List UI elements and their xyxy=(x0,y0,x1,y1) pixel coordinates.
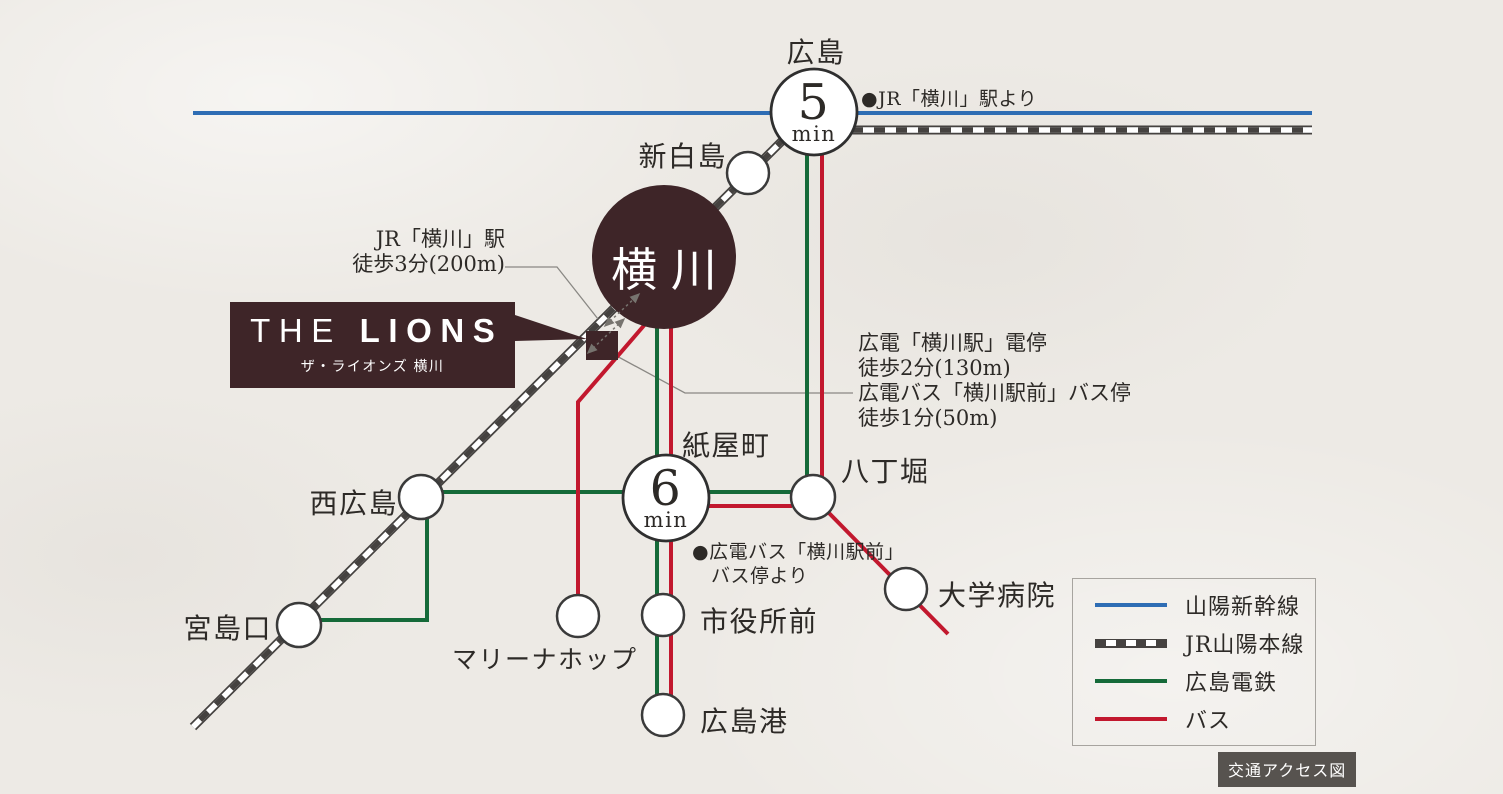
jr-walk-note-line1: JR「横川」駅 xyxy=(375,227,505,251)
station-shiyakusho-mae xyxy=(640,592,686,638)
lions-name-the: THE xyxy=(250,312,342,349)
lions-pointer-wedge xyxy=(515,315,587,341)
legend-label-shinkansen: 山陽新幹線 xyxy=(1185,595,1301,620)
label-yokogawa: 横川 xyxy=(611,243,731,297)
station-shin-hakushima xyxy=(725,150,771,196)
tram-walk-note-line2: 徒歩2分(130m) xyxy=(858,356,1011,380)
label-daigaku-byoin: 大学病院 xyxy=(938,579,1057,612)
label-miyajimaguchi: 宮島口 xyxy=(183,612,272,645)
tram-walk-note: 広電「横川駅」電停 徒歩2分(130m) 広電バス「横川駅前」バス停 徒歩1分(… xyxy=(858,331,1131,431)
time-circle-jr xyxy=(769,67,859,157)
walking-arrows xyxy=(586,292,641,355)
legend-label-hiroden: 広島電鉄 xyxy=(1185,671,1278,696)
legend-row-hiroden: 広島電鉄 xyxy=(1073,665,1315,697)
tram-walk-note-line1: 広電「横川駅」電停 xyxy=(858,331,1047,355)
label-hiroshima: 広島 xyxy=(786,36,846,69)
legend-row-jr: JR山陽本線 xyxy=(1073,627,1315,659)
station-circles xyxy=(275,150,929,738)
station-daigaku-byoin xyxy=(883,566,929,612)
jr-time-unit: min xyxy=(791,122,837,146)
station-miyajimaguchi xyxy=(275,601,323,649)
legend-sample-hiroden xyxy=(1095,679,1167,683)
tram-walk-note-line3: 広電バス「横川駅前」バス停 xyxy=(858,381,1131,405)
label-marina-hop: マリーナホップ xyxy=(452,645,638,674)
station-hiroshima-port xyxy=(640,692,686,738)
legend-label-jr: JR山陽本線 xyxy=(1185,633,1305,658)
station-nishi-hiroshima xyxy=(397,473,445,521)
legend-row-shinkansen: 山陽新幹線 xyxy=(1073,589,1315,621)
station-marina-hop xyxy=(555,593,601,639)
legend-row-bus: バス xyxy=(1073,703,1315,735)
map-title-badge: 交通アクセス図 xyxy=(1218,752,1357,787)
tram-time-value: 6 xyxy=(649,460,683,517)
jr-origin-note: ●JR「横川」駅より xyxy=(861,88,1038,110)
legend-sample-shinkansen xyxy=(1095,603,1167,607)
station-hatchobori xyxy=(789,473,837,521)
tram-origin-note-line1: ●広電バス「横川駅前」 xyxy=(692,541,905,563)
legend-box: 山陽新幹線 JR山陽本線 広島電鉄 バス xyxy=(1072,578,1316,746)
jr-walk-note: JR「横川」駅 徒歩3分(200m) xyxy=(300,227,505,277)
label-hiroshima-port: 広島港 xyxy=(700,705,789,738)
label-kamiyacho: 紙屋町 xyxy=(682,429,771,462)
label-shiyakusho-mae: 市役所前 xyxy=(700,605,819,638)
time-circle-tram xyxy=(621,453,711,543)
legend-sample-jr xyxy=(1095,638,1167,648)
legend-label-bus: バス xyxy=(1185,709,1232,734)
lions-name-ja: ザ・ライオンズ 横川 xyxy=(300,358,445,374)
property-marker xyxy=(586,331,618,360)
tram-origin-note-line2: バス停より xyxy=(711,565,809,587)
lions-name-lions: LIONS xyxy=(359,312,504,349)
leader-lines xyxy=(505,266,853,394)
label-shin-hakushima: 新白島 xyxy=(638,140,727,173)
legend-sample-bus xyxy=(1095,717,1167,721)
jr-time-value: 5 xyxy=(797,74,831,131)
lions-name-en: THE LIONS xyxy=(242,314,504,347)
lions-property-box: THE LIONS ザ・ライオンズ 横川 xyxy=(230,302,515,388)
label-hatchobori: 八丁堀 xyxy=(841,455,930,488)
jr-walk-note-line2: 徒歩3分(200m) xyxy=(352,252,505,276)
tram-time-unit: min xyxy=(643,508,689,532)
label-nishi-hiroshima: 西広島 xyxy=(309,487,398,520)
tram-walk-note-line4: 徒歩1分(50m) xyxy=(858,406,998,430)
